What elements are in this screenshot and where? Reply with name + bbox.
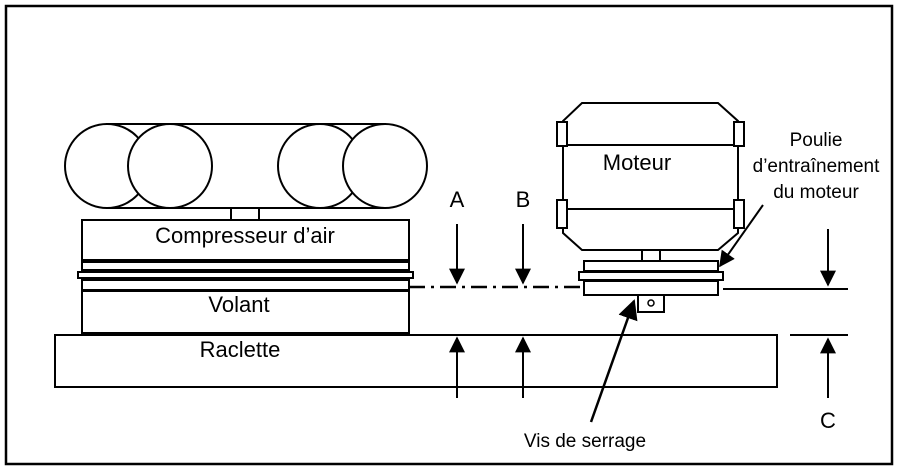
scraper-label: Raclette [200, 337, 281, 362]
motor-mount-top-right [733, 121, 745, 147]
flywheel-label: Volant [208, 292, 269, 317]
compressor-neck [230, 207, 260, 221]
flywheel [81, 290, 410, 334]
compressor-body [81, 219, 410, 261]
compressor-cylinders [64, 123, 428, 209]
compressor-label: Compresseur d’air [155, 223, 335, 248]
motor-label: Moteur [603, 150, 671, 175]
marker-a-label: A [450, 187, 465, 212]
clamp-screw-label: Vis de serrage [524, 431, 646, 452]
motor-drive-pulley [578, 260, 724, 296]
pulley-label-line1: Poulie [790, 130, 843, 151]
motor-shaft [641, 249, 661, 262]
diagram-frame [4, 4, 894, 466]
marker-c-label: C [820, 408, 836, 433]
cylinder-left-inner [127, 123, 213, 209]
cylinder-right-outer [342, 123, 428, 209]
marker-b-label: B [516, 187, 531, 212]
pulley-label-line3: du moteur [773, 182, 859, 203]
clamp-screw-callout-arrow [589, 299, 638, 423]
motor-mount-bottom-left [556, 199, 568, 229]
motor-mount-bottom-right [733, 199, 745, 229]
clamp-screw-hole [647, 299, 655, 307]
pulley-callout-arrow [719, 204, 764, 268]
scraper [54, 334, 778, 388]
motor-mount-top-left [556, 121, 568, 147]
compressor-pulley [77, 261, 414, 291]
motor-body [562, 102, 739, 251]
pulley-label-line2: d’entraînement [753, 156, 880, 177]
